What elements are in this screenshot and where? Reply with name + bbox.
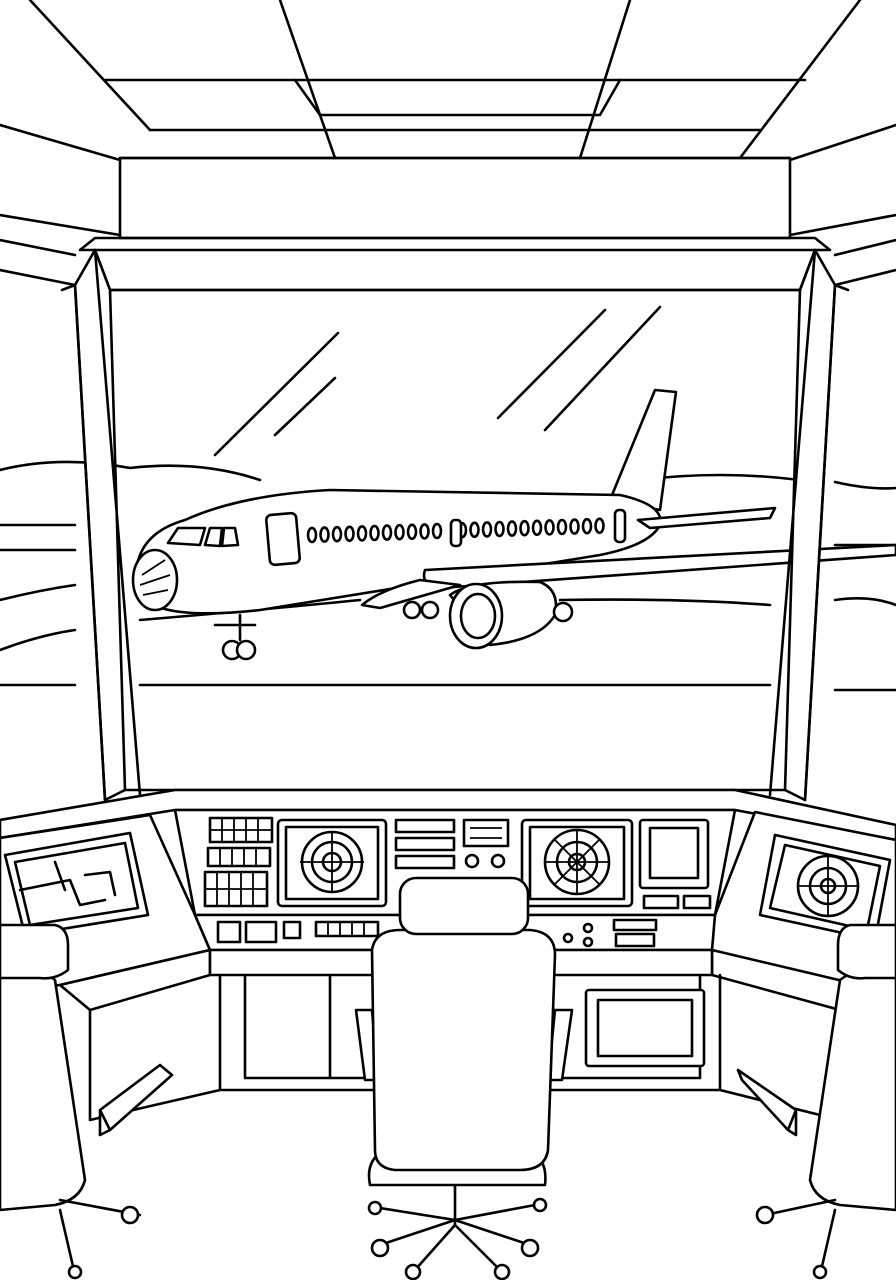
- tail: [608, 388, 678, 512]
- passenger-windows: [306, 517, 605, 548]
- center-chair: [354, 876, 574, 1280]
- passenger-window: [419, 523, 430, 540]
- right-radar-screen: [758, 833, 892, 942]
- mid-door: [449, 518, 463, 548]
- glare-lines: [213, 305, 662, 457]
- left-map-screen: [3, 831, 150, 937]
- passenger-window: [531, 519, 543, 537]
- passenger-window: [356, 525, 368, 542]
- passenger-window: [594, 517, 605, 535]
- passenger-window: [519, 519, 530, 537]
- airplane: [131, 388, 896, 661]
- chair-headrest: [398, 876, 530, 936]
- header-beam: [0, 156, 896, 292]
- left-chair: [0, 923, 174, 1280]
- landing-gear: [213, 600, 574, 661]
- radar-screen-left: [276, 818, 388, 908]
- window-frames: [60, 248, 850, 802]
- passenger-window: [319, 526, 330, 543]
- passenger-window: [481, 521, 493, 538]
- passenger-window: [569, 518, 580, 535]
- passenger-window: [494, 520, 505, 538]
- passenger-window: [469, 521, 480, 539]
- passenger-window: [431, 522, 443, 540]
- ceiling: [0, 0, 896, 237]
- passenger-window: [369, 524, 380, 542]
- cockpit-windows: [166, 526, 240, 548]
- lower-monitor: [584, 988, 706, 1068]
- right-chair: [736, 923, 896, 1280]
- radar-screen-right: [520, 818, 634, 908]
- button-grids: [203, 816, 658, 948]
- passenger-window: [406, 523, 418, 541]
- passenger-window: [306, 526, 318, 544]
- passenger-window: [394, 523, 405, 541]
- status-display: [638, 818, 712, 910]
- passenger-window: [506, 520, 518, 537]
- passenger-window: [381, 524, 393, 541]
- passenger-window: [331, 525, 343, 543]
- passenger-window: [544, 519, 555, 536]
- chair-back: [370, 928, 557, 1172]
- passenger-window: [581, 517, 593, 535]
- rear-door: [613, 508, 627, 544]
- passenger-window: [556, 518, 568, 536]
- passenger-window: [344, 525, 355, 543]
- door: [264, 511, 302, 567]
